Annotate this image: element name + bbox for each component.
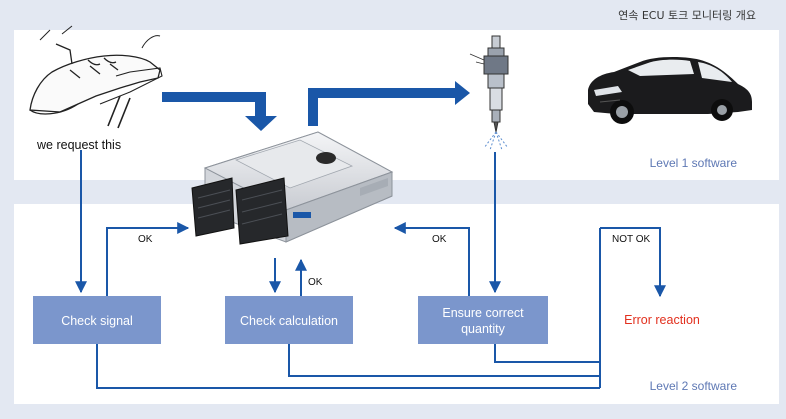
level2-connectors [75,150,666,389]
not-ok-arrow [600,227,666,298]
pedal-to-ecu-big-arrow [162,92,277,131]
check-calculation-error-line [288,344,600,377]
check-signal-ok-arrow [106,222,190,296]
ok-label-ensure: OK [432,234,447,245]
ensure-label-line2: quantity [461,322,506,336]
ok-label-calculation: OK [308,277,323,288]
level1-label: Level 1 software [650,156,738,170]
figure-caption: 연속 ECU 토크 모니터링 개요 [618,9,756,22]
not-ok-label: NOT OK [612,234,650,245]
fuel-injector-icon [469,35,509,133]
ensure-ok-arrow [393,222,470,296]
check-signal-label: Check signal [61,314,133,328]
fuel-spray-icon [483,131,509,151]
error-reaction-label: Error reaction [624,313,700,327]
ecu-to-injector-big-arrow [308,81,470,126]
car-icon [588,57,752,124]
request-label: we request this [36,138,121,152]
check-calculation-label: Check calculation [240,314,338,328]
ensure-label-line1: Ensure correct [442,306,524,320]
ensure-error-line [494,344,600,363]
ok-label-signal: OK [138,234,153,245]
ensure-quantity-box [418,296,548,344]
ecu-control-unit-icon [191,131,394,245]
level2-label: Level 2 software [650,379,738,393]
foot-on-pedal-icon [29,25,163,129]
check-signal-error-line [96,344,600,389]
check-signal-box [33,296,161,344]
check-calculation-box [225,296,353,344]
